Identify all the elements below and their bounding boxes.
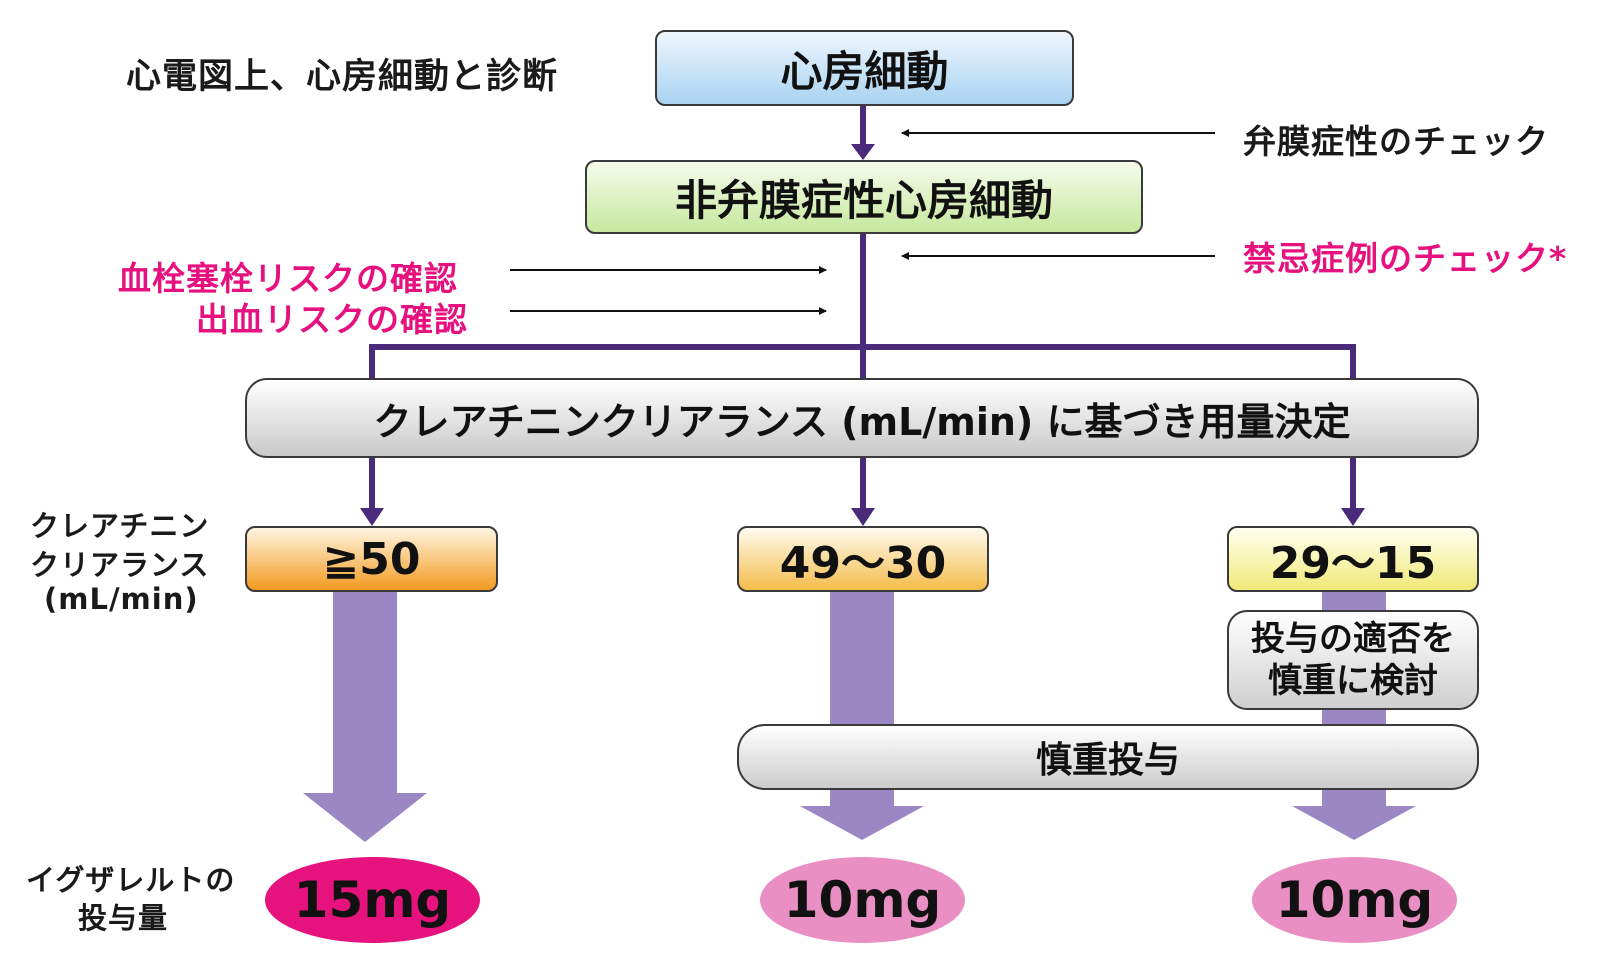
crcl-range-box-1: ≧50 (245, 526, 498, 592)
dose-decision-box: クレアチニンクリアランス (mL/min) に基づき用量決定 (245, 378, 1479, 458)
crcl-label-line2: クリアランス (30, 548, 210, 582)
bleeding-risk-label: 出血リスクの確認 (196, 300, 468, 339)
thrombo-risk-label: 血栓塞栓リスクの確認 (118, 259, 458, 298)
consider-line2: 慎重に検討 (1268, 661, 1438, 701)
crcl-range-box-2: 49～30 (737, 526, 989, 592)
flow-arrowhead-c1 (360, 508, 384, 526)
flow-arrowhead-c2 (851, 508, 875, 526)
crcl-label-line3: (mL/min) (44, 582, 199, 616)
crcl-range-box-3: 29～15 (1227, 526, 1479, 592)
consider-line1: 投与の適否を (1251, 619, 1455, 659)
nonvalvular-af-box: 非弁膜症性心房細動 (585, 160, 1143, 234)
dose-oval-1: 15mg (265, 857, 480, 943)
dose-label-line2: 投与量 (78, 901, 169, 935)
valvular-check-label: 弁膜症性のチェック (1243, 122, 1549, 161)
diagnosis-note: 心電図上、心房細動と診断 (126, 57, 559, 97)
flow-arrowhead-c3 (1341, 508, 1365, 526)
consider-administration-box: 投与の適否を 慎重に検討 (1227, 610, 1479, 710)
atrial-fibrillation-box: 心房細動 (655, 30, 1074, 106)
dose-arrow-2 (800, 578, 924, 840)
dose-arrow-1 (303, 578, 427, 842)
careful-administration-box: 慎重投与 (737, 724, 1479, 790)
contraindication-check-label: 禁忌症例のチェック* (1243, 239, 1568, 278)
dose-oval-3: 10mg (1252, 857, 1457, 943)
flow-arrowhead-nvaf (851, 144, 875, 160)
dose-oval-2: 10mg (760, 857, 965, 943)
dose-label-line1: イグザレルトの (26, 863, 236, 897)
crcl-label-line1: クレアチニン (30, 509, 210, 543)
